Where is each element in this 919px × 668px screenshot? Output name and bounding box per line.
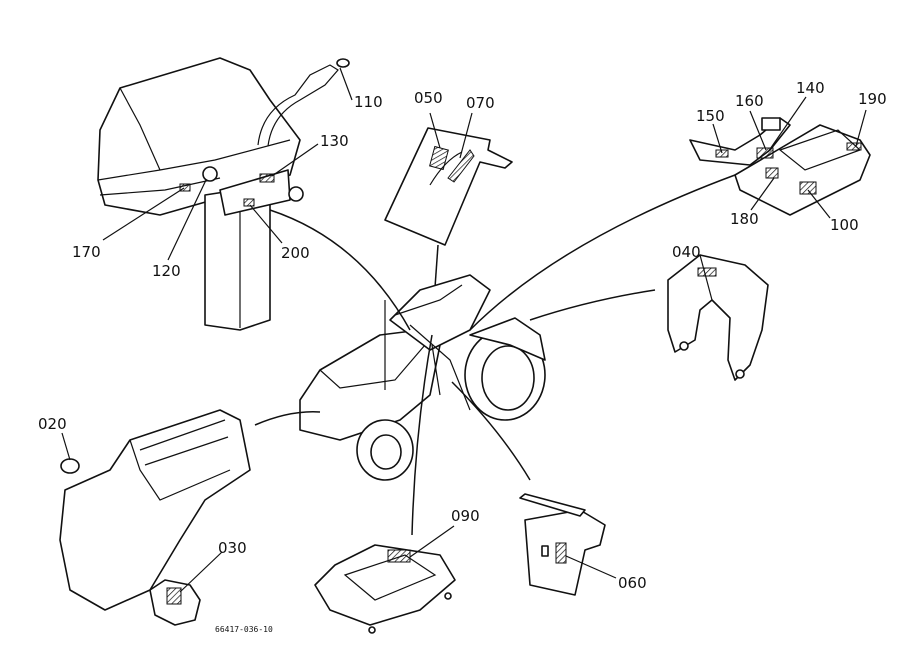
pointer-lines (254, 174, 736, 536)
label-200: 200 (281, 244, 310, 262)
label-040: 040 (672, 243, 701, 261)
label-140: 140 (796, 79, 825, 97)
fender-bracket (667, 254, 769, 381)
leader-lines (61, 67, 867, 593)
lever-guide-plate (384, 127, 513, 331)
side-console (689, 117, 871, 216)
label-120: 120 (152, 262, 181, 280)
engine (59, 409, 251, 626)
label-070: 070 (466, 94, 495, 112)
label-190: 190 (858, 90, 887, 108)
label-050: 050 (414, 89, 443, 107)
drawing-code: 66417-036-10 (215, 625, 273, 634)
label-160: 160 (735, 92, 764, 110)
label-030: 030 (218, 539, 247, 557)
label-060: 060 (618, 574, 647, 592)
label-100: 100 (830, 216, 859, 234)
label-020: 020 (38, 415, 67, 433)
label-150: 150 (696, 107, 725, 125)
label-110: 110 (354, 93, 383, 111)
tractor (299, 274, 546, 481)
seat-frame (314, 544, 456, 634)
label-180: 180 (730, 210, 759, 228)
label-130: 130 (320, 132, 349, 150)
label-090: 090 (451, 507, 480, 525)
dashboard-assembly (97, 57, 350, 331)
label-170: 170 (72, 243, 101, 261)
bracket-plate (519, 493, 606, 596)
